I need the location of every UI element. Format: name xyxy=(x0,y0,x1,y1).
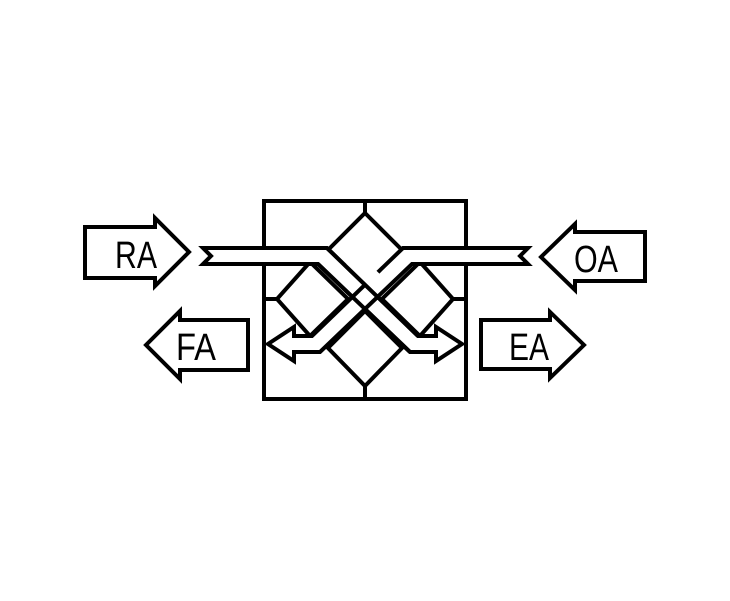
ea-arrow-shape xyxy=(479,307,587,383)
outdoor-air-stream xyxy=(264,246,533,365)
fa-arrow-shape xyxy=(143,306,250,384)
return-air-crossing xyxy=(344,253,386,293)
oa-label: OA xyxy=(574,239,619,281)
fa-arrow: FA xyxy=(143,306,250,384)
ra-arrow-shape xyxy=(83,213,192,291)
fa-label: FA xyxy=(176,327,217,369)
oa-arrow-shape xyxy=(538,219,647,295)
ra-label: RA xyxy=(115,235,158,277)
air-streams xyxy=(198,246,533,365)
ra-arrow: RA xyxy=(83,213,192,291)
return-air-crossing-edges xyxy=(316,246,420,354)
ea-label: EA xyxy=(509,327,550,369)
oa-arrow: OA xyxy=(538,219,647,295)
ea-arrow: EA xyxy=(479,307,587,383)
